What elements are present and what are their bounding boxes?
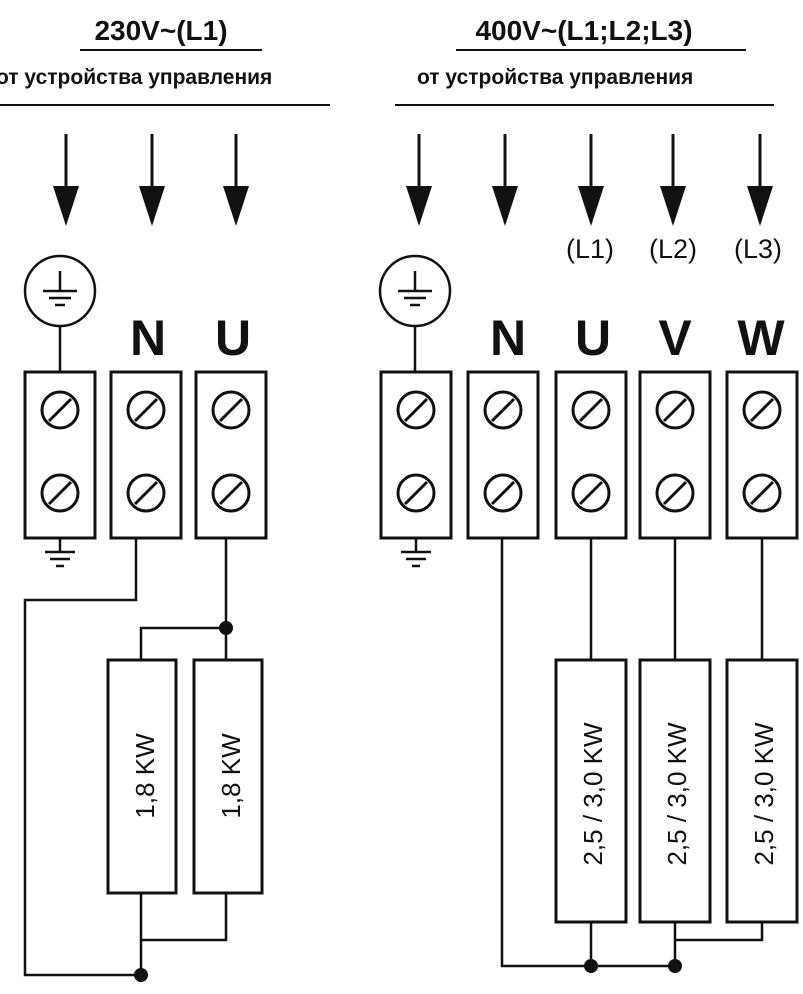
phase-label-l3: (L3) [734,234,782,264]
screw-icon [396,473,436,513]
heater-element-l3 [725,658,799,924]
ground-symbol-icon [43,536,77,568]
screw-icon [211,390,251,430]
earth-ground-icon [23,254,97,328]
screw-icon [483,473,523,513]
junction-dot [584,959,598,973]
ground-symbol-icon [399,536,433,568]
screw-icon [742,390,782,430]
junction-dot [219,621,233,635]
screw-icon [40,473,80,513]
junction-dot [134,968,148,982]
heater-rating-l1: 2,5 / 3,0 KW [578,722,608,866]
left-subtitle: от устройства управления [0,66,272,89]
screw-icon [742,473,782,513]
arrow-down-icon [404,132,434,228]
heater-element-l2 [638,658,712,924]
terminal-label-n: N [130,310,166,366]
terminal-label-u: U [215,310,251,366]
arrow-down-icon [658,132,688,228]
terminal-label-n: N [490,310,526,366]
screw-icon [126,390,166,430]
terminal-label-w: W [737,310,785,366]
heater-rating-l3: 2,5 / 3,0 KW [749,722,779,866]
right-subtitle: от устройства управления [417,66,693,89]
arrow-down-icon [576,132,606,228]
heater-element-1 [106,658,178,895]
phase-label-l1: (L1) [566,234,614,264]
screw-icon [126,473,166,513]
heater-rating-l2: 2,5 / 3,0 KW [662,722,692,866]
phase-label-l2: (L2) [649,234,697,264]
right-title: 400V~(L1;L2;L3) [475,15,692,46]
arrow-down-icon [51,132,81,228]
screw-icon [396,390,436,430]
heater-rating-2: 1,8 KW [216,733,246,819]
screw-icon [571,390,611,430]
arrow-down-icon [745,132,775,228]
screw-icon [571,473,611,513]
right-diagram: 400V~(L1;L2;L3) от устройства управления… [378,15,799,973]
heater-element-2 [192,658,264,895]
heater-rating-1: 1,8 KW [130,733,160,819]
arrow-down-icon [137,132,167,228]
arrow-down-icon [490,132,520,228]
terminal-label-u: U [575,310,611,366]
left-diagram: 230V~(L1) от устройства управления N U 1… [0,15,330,982]
screw-icon [655,390,695,430]
earth-ground-icon [378,254,452,328]
screw-icon [211,473,251,513]
screw-icon [655,473,695,513]
left-title: 230V~(L1) [94,15,227,46]
screw-icon [483,390,523,430]
screw-icon [40,390,80,430]
junction-dot [668,959,682,973]
heater-element-l1 [554,658,628,924]
terminal-label-v: V [658,310,692,366]
arrow-down-icon [221,132,251,228]
